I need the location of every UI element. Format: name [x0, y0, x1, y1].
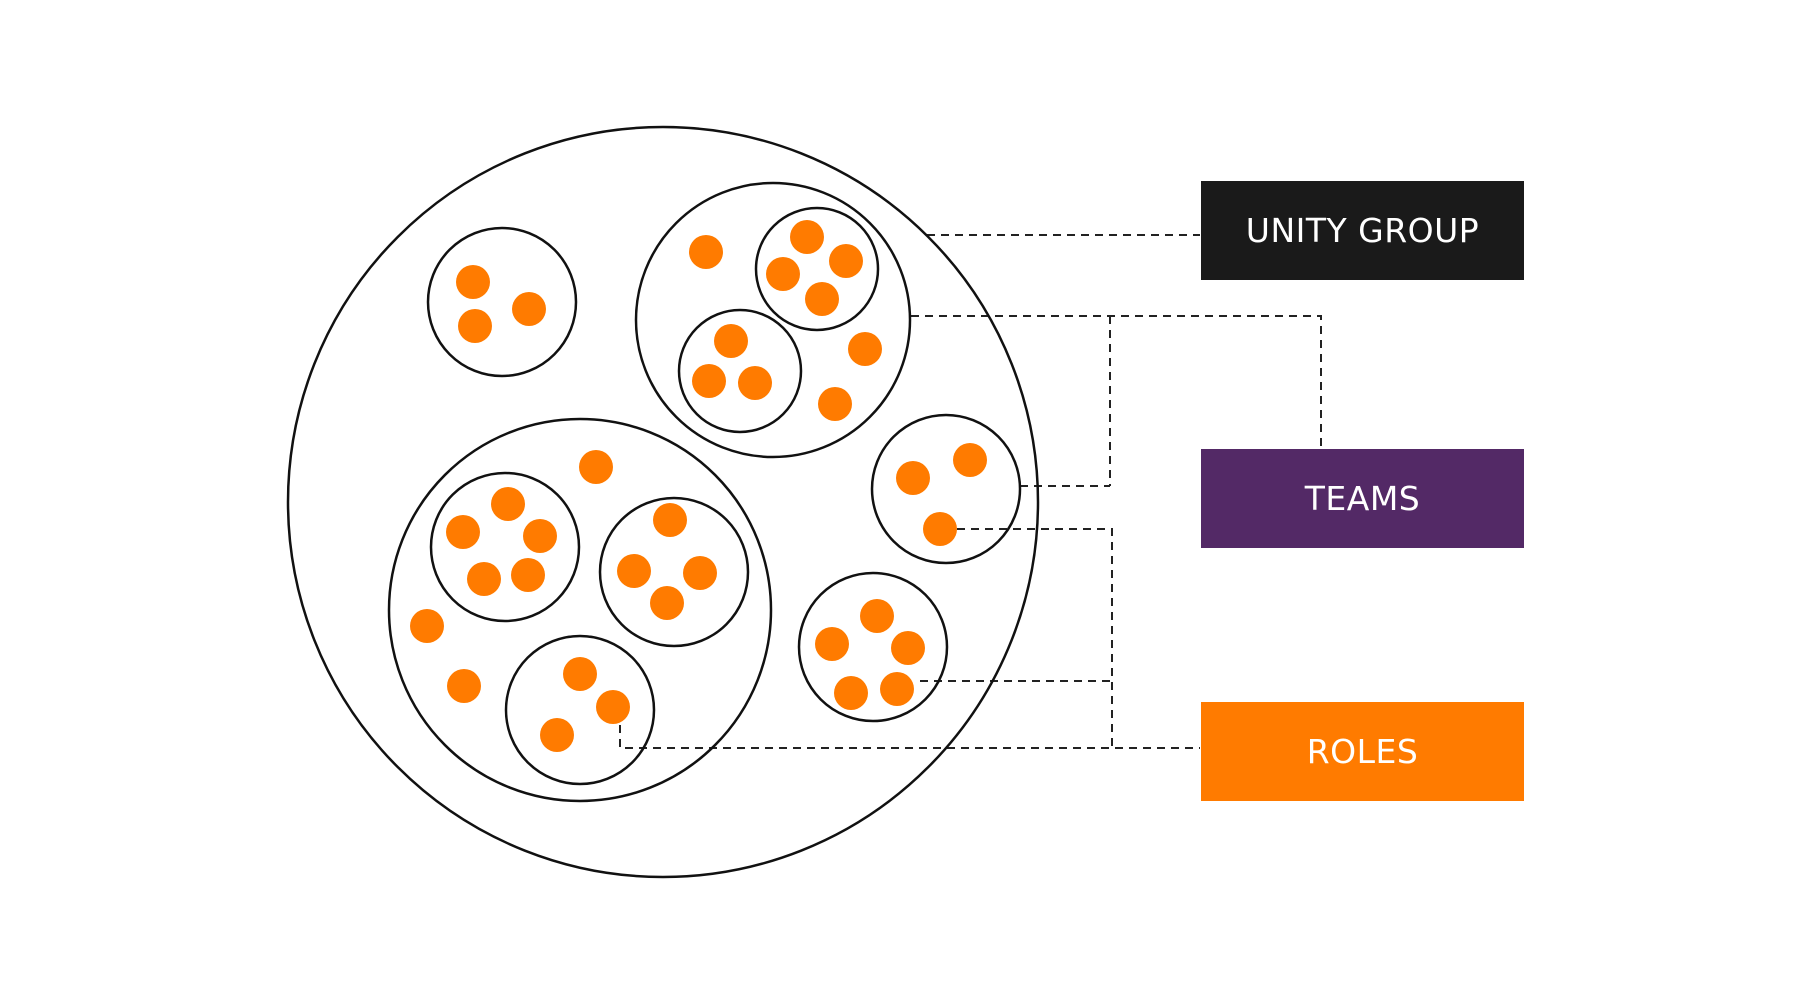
role-dot	[714, 324, 748, 358]
sub-team-circle	[754, 206, 880, 332]
team-circle	[870, 413, 1022, 565]
role-group-c	[870, 413, 1022, 565]
unity-group-circle	[286, 125, 1040, 879]
role-dot	[880, 672, 914, 706]
team-circle	[634, 181, 912, 459]
role-dot	[410, 609, 444, 643]
team-circle	[426, 226, 578, 378]
sub-team-circle	[677, 308, 803, 434]
role-dot	[563, 657, 597, 691]
connector-teams-top	[911, 315, 1322, 447]
role-dot	[596, 690, 630, 724]
legend-roles-label: ROLES	[1306, 732, 1419, 771]
role-dot	[815, 627, 849, 661]
legend-unity-group-label: UNITY GROUP	[1245, 211, 1480, 250]
role-dot	[653, 503, 687, 537]
legend-roles: ROLES	[1201, 702, 1524, 801]
role-dot	[446, 515, 480, 549]
legend-teams: TEAMS	[1201, 449, 1524, 548]
role-dot	[512, 292, 546, 326]
role-dot	[896, 461, 930, 495]
team-circle	[387, 417, 773, 803]
role-dot	[579, 450, 613, 484]
role-dot	[650, 586, 684, 620]
role-dot	[834, 676, 868, 710]
role-dot	[829, 244, 863, 278]
connector-roles-upper	[957, 528, 1113, 748]
sub-team-circle	[504, 634, 656, 786]
role-dot	[860, 599, 894, 633]
role-dot	[511, 558, 545, 592]
legend-teams-label: TEAMS	[1304, 479, 1421, 518]
legend-unity-group: UNITY GROUP	[1201, 181, 1524, 280]
role-dot	[456, 265, 490, 299]
role-dot	[689, 235, 723, 269]
role-dot	[683, 556, 717, 590]
connector-lines	[619, 234, 1322, 749]
role-dot	[491, 487, 525, 521]
role-dot	[447, 669, 481, 703]
role-dot	[540, 718, 574, 752]
role-dot	[818, 387, 852, 421]
sub-team-circle	[429, 471, 581, 623]
role-dot	[738, 366, 772, 400]
sub-team-circle	[598, 496, 750, 648]
role-dot	[617, 554, 651, 588]
role-dot	[891, 631, 925, 665]
team-group-e	[387, 417, 773, 803]
team-group-b	[634, 181, 912, 459]
role-dot	[523, 519, 557, 553]
role-dot	[766, 257, 800, 291]
role-dot	[848, 332, 882, 366]
role-dot	[953, 443, 987, 477]
role-dot	[923, 512, 957, 546]
role-dot	[458, 309, 492, 343]
role-dot	[805, 282, 839, 316]
team-circle	[797, 571, 949, 723]
role-dot	[692, 364, 726, 398]
role-group-d	[797, 571, 949, 723]
role-group-a	[426, 226, 578, 378]
role-dot	[790, 220, 824, 254]
role-dot	[467, 562, 501, 596]
connector-roles-bottom	[619, 725, 1200, 749]
